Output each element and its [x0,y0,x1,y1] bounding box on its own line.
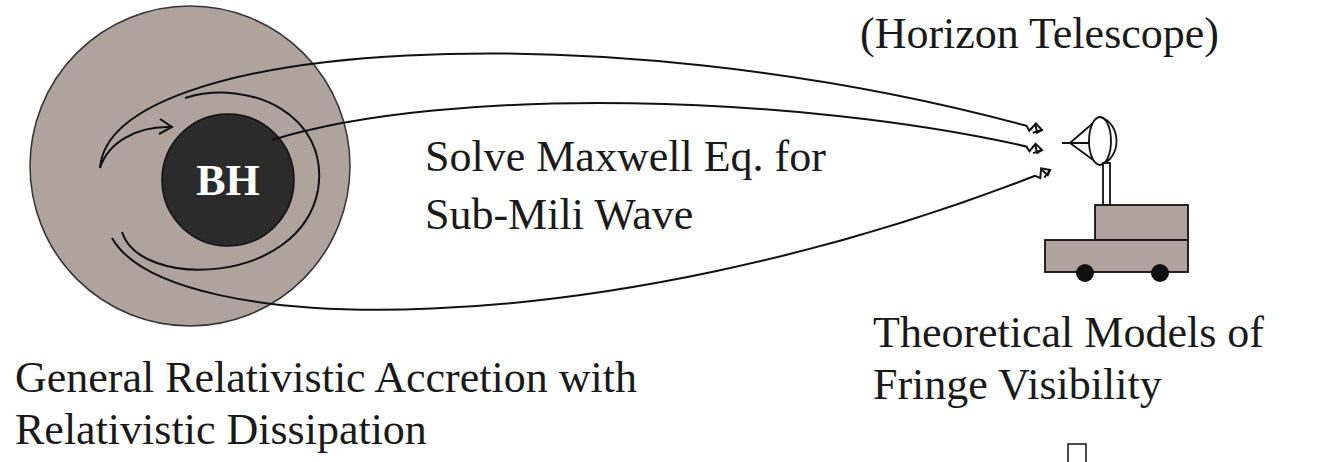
arrowhead [1041,168,1050,177]
dish-rim [1089,117,1111,165]
arrowhead [1033,143,1042,153]
edge-label: Solve Maxwell Eq. for Sub-Mili Wave [425,128,855,244]
scope-outline [1040,95,1195,290]
accretion-disk: General Relativistic Accretion with Rela… [29,5,351,327]
dish-back [1100,117,1117,165]
truck-cab [1095,205,1188,240]
telescope-truck: (Horizon Telescope)Theoretical Models of… [1040,95,1195,290]
disk-caption: General Relativistic Accretion with Rela… [15,352,705,456]
disk-circle [30,6,350,326]
arrowhead [1033,123,1042,133]
black-hole: BH [153,113,303,247]
telescope-heading: (Horizon Telescope) [860,8,1317,60]
node-label: BH [153,113,303,247]
truck-wheel [1076,264,1094,282]
corner-square [1068,444,1086,462]
mount-pole [1103,163,1110,205]
truck-wheel [1151,264,1169,282]
model-caption: Theoretical Models of Fringe Visibility [873,307,1317,411]
